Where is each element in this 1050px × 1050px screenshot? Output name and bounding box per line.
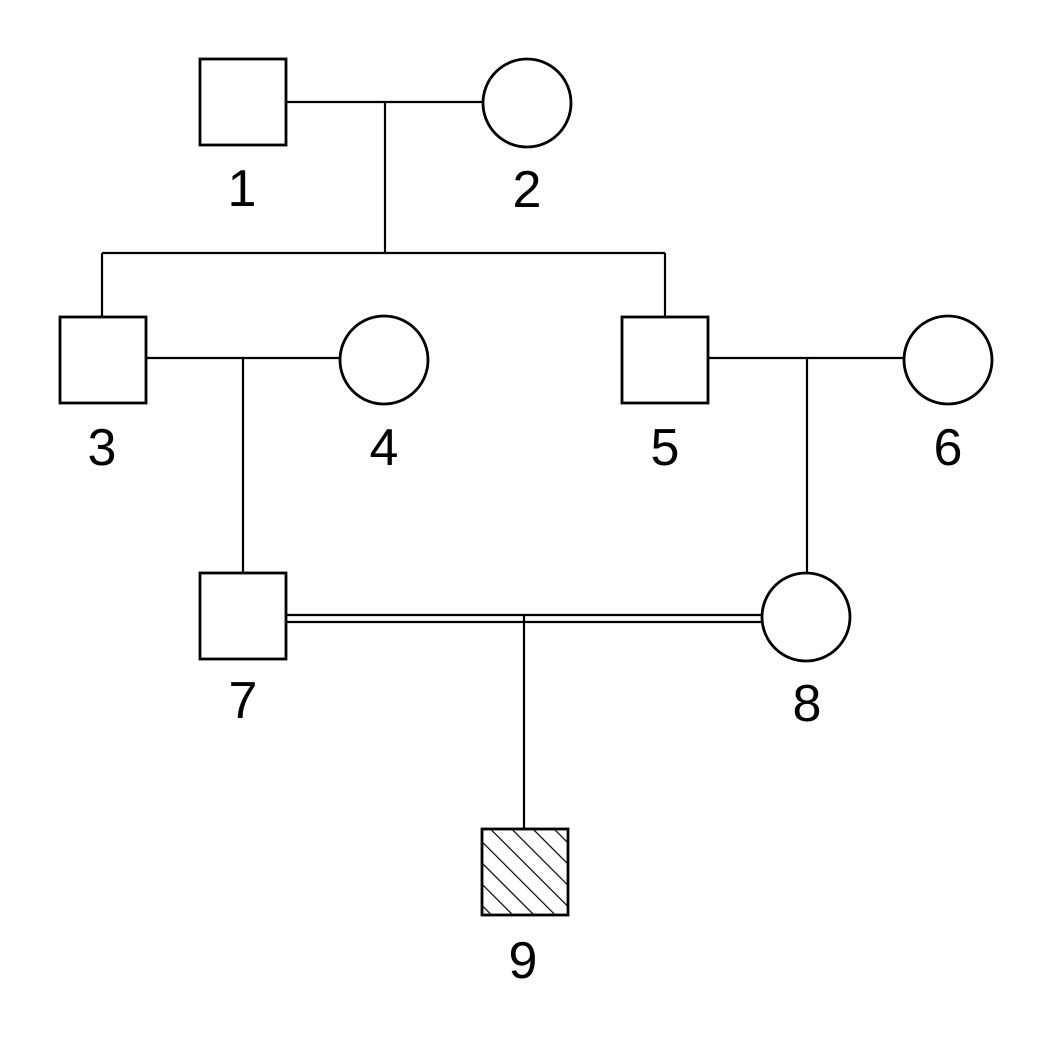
individual-4-female-symbol	[338, 314, 430, 406]
individual-7-label: 7	[229, 672, 258, 730]
individual-4-label: 4	[370, 419, 399, 477]
individual-2-female-symbol	[481, 57, 573, 149]
individual-8-label: 8	[793, 675, 822, 733]
individual-8-female-symbol	[760, 571, 852, 663]
individual-2-label: 2	[513, 161, 542, 219]
individual-9-label: 9	[509, 932, 538, 990]
individual-1-male-symbol	[198, 57, 288, 147]
individual-6-female-symbol	[902, 314, 994, 406]
individual-9-male-affected-symbol	[480, 827, 570, 917]
individual-labels-layer: 1 2 3 4 5 6 7 8 9	[88, 160, 963, 990]
individual-1-label: 1	[228, 160, 257, 218]
individual-7-male-symbol	[198, 571, 288, 661]
individual-symbols-layer	[58, 57, 994, 917]
individual-3-label: 3	[88, 419, 117, 477]
individual-3-male-symbol	[58, 315, 148, 405]
individual-5-label: 5	[651, 419, 680, 477]
relationship-lines-layer	[100, 100, 904, 829]
individual-5-male-symbol	[620, 315, 710, 405]
individual-6-label: 6	[934, 419, 963, 477]
